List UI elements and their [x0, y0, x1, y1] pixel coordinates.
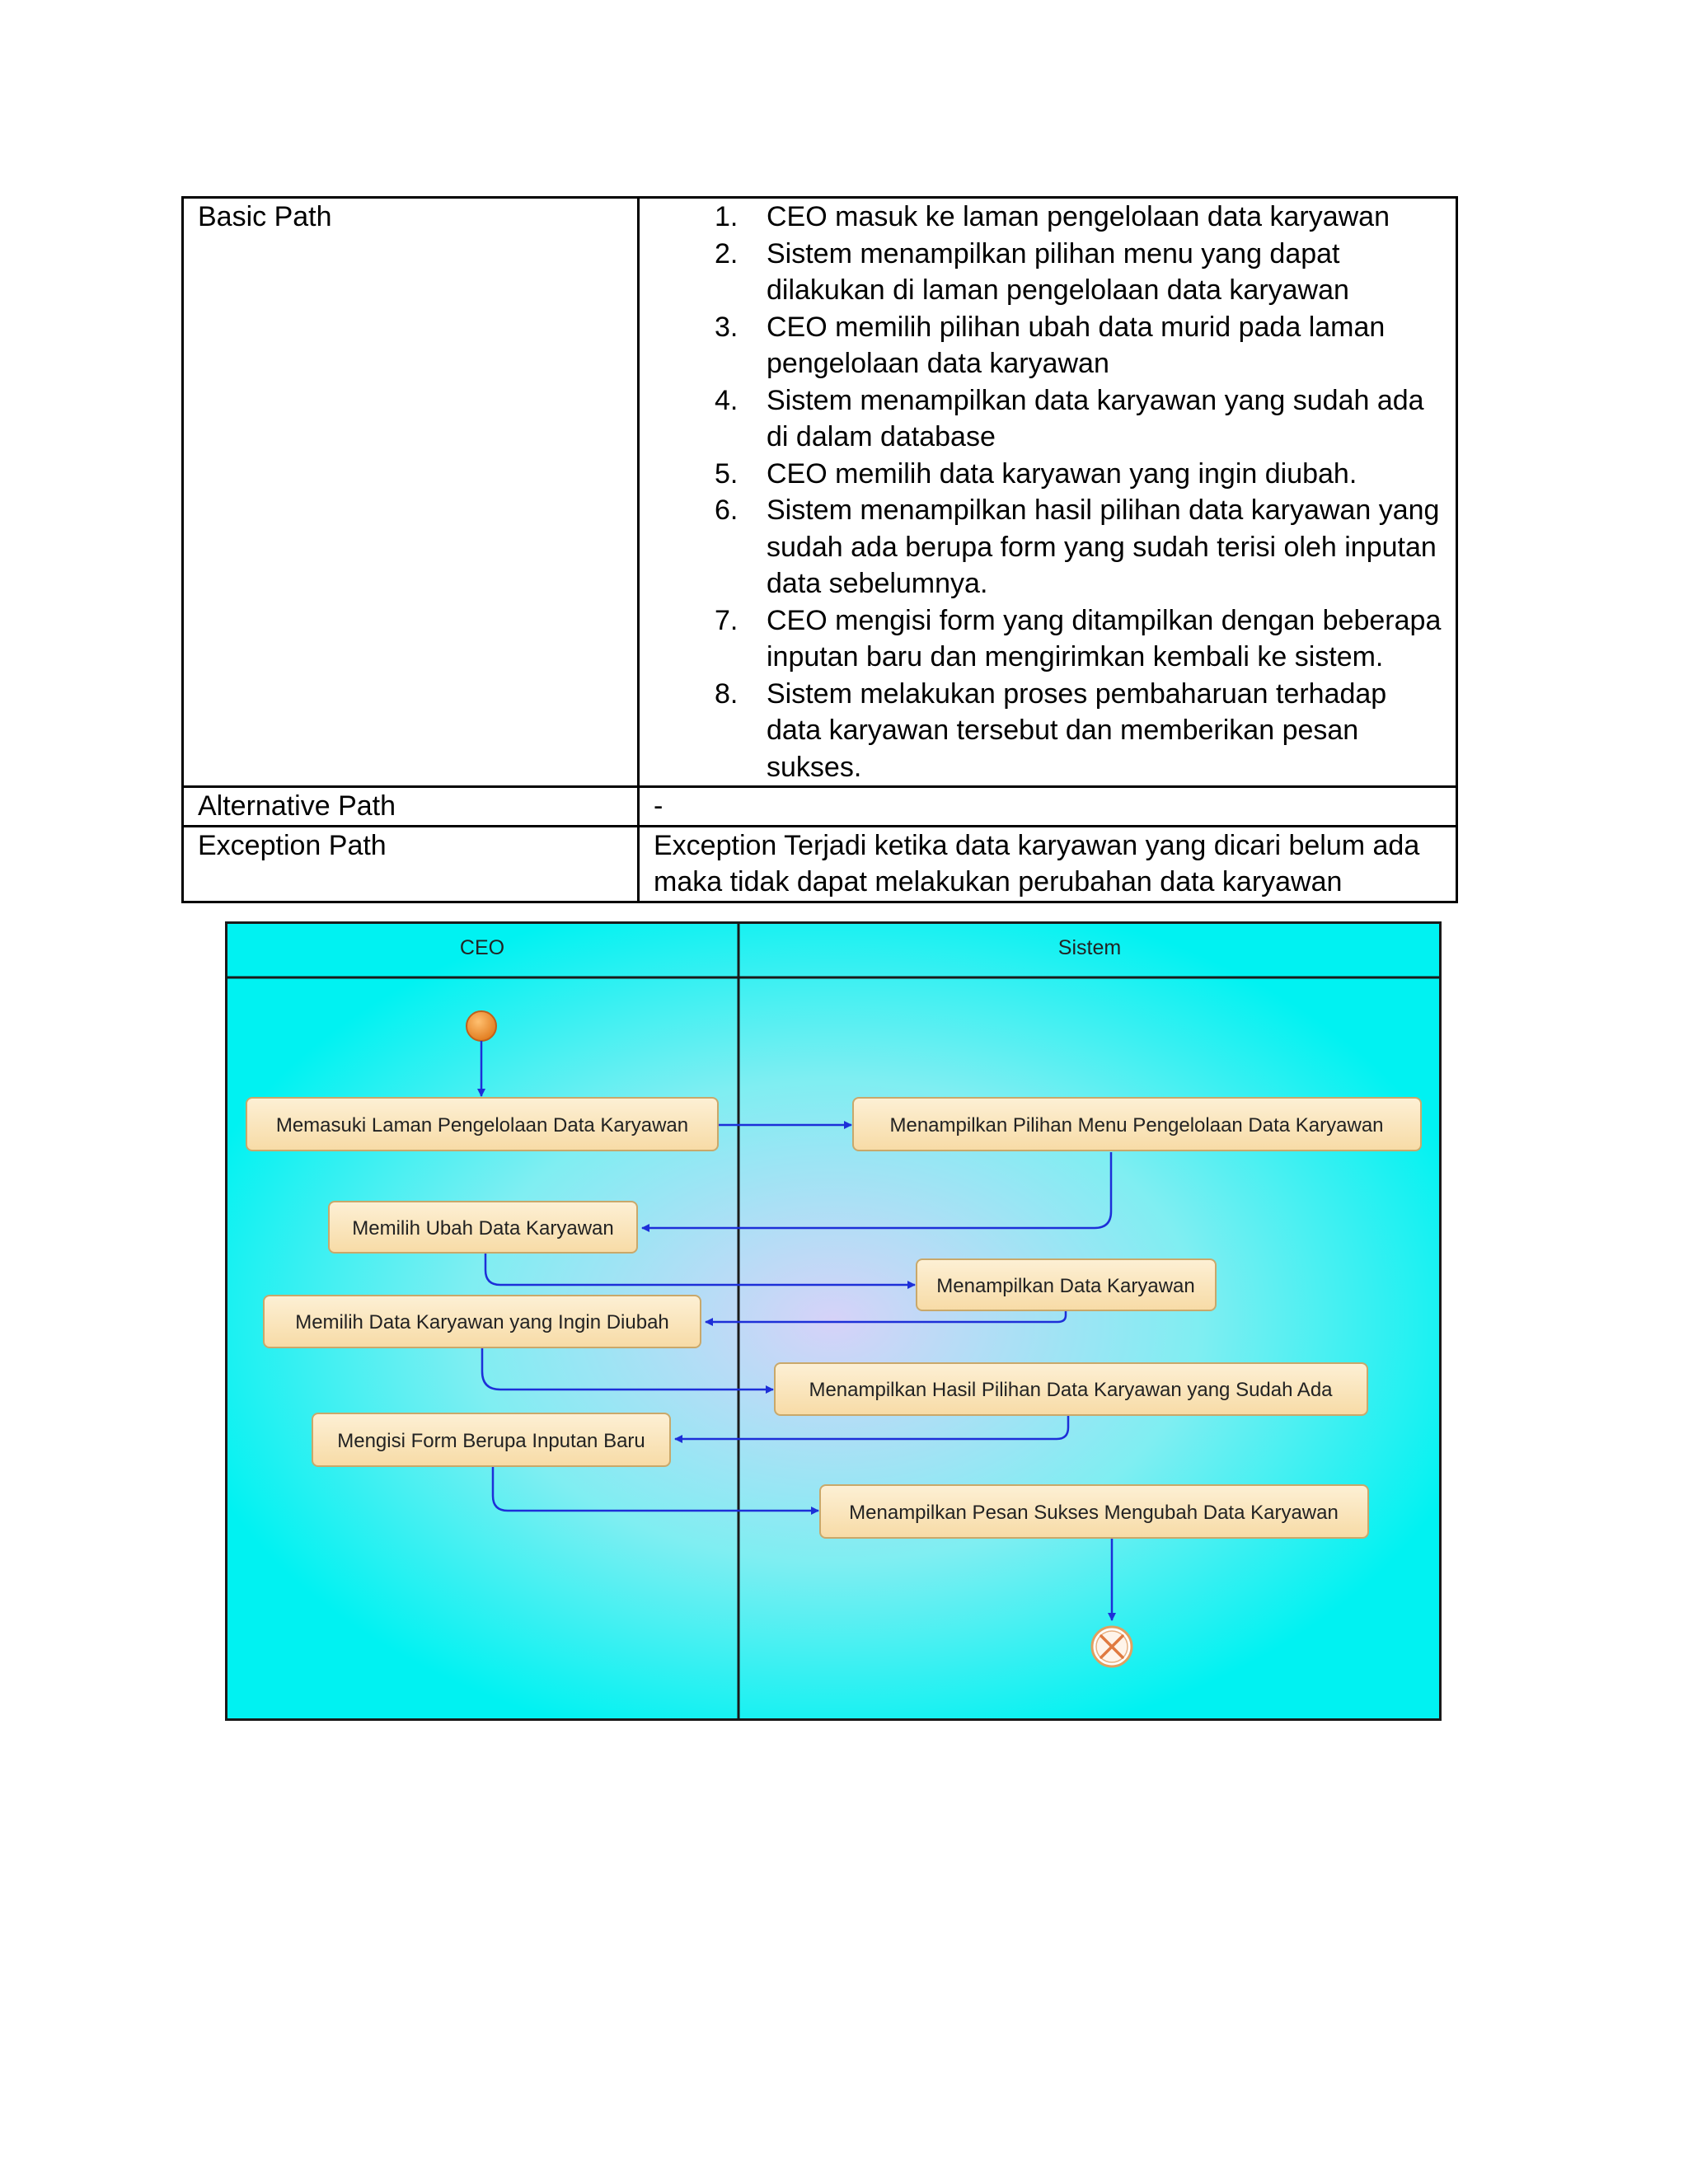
activity-node-menampilkan-pesan-sukses: Menampilkan Pesan Sukses Mengubah Data K…: [849, 1502, 1339, 1524]
step-number: 6.: [715, 494, 738, 526]
step-text: Sistem melakukan proses pembaharuan terh…: [767, 677, 1387, 783]
activity-node-frame: [774, 1362, 1368, 1416]
step-item: 4. Sistem menampilkan data karyawan yang …: [705, 382, 1442, 456]
step-text: CEO masuk ke laman pengelolaan data kary…: [767, 201, 1390, 232]
step-item: 5. CEO memilih data karyawan yang ingin d…: [705, 456, 1442, 493]
step-item: 3. CEO memilih pilihan ubah data murid pa…: [705, 309, 1442, 382]
step-text: CEO memilih data karyawan yang ingin diu…: [767, 457, 1357, 490]
activity-node-menampilkan-data: Menampilkan Data Karyawan: [936, 1275, 1195, 1297]
step-number: 4.: [715, 384, 738, 416]
step-number: 5.: [715, 457, 738, 490]
activity-node-menampilkan-pilihan-menu: Menampilkan Pilihan Menu Pengelolaan Dat…: [889, 1114, 1383, 1137]
step-number: 3.: [715, 311, 738, 343]
basic-path-row: Basic Path 1. CEO masuk ke laman pengelol…: [181, 196, 1458, 788]
step-item: 8. Sistem melakukan proses pembaharuan te…: [705, 676, 1442, 786]
alternative-path-label: Alternative Path: [181, 785, 640, 827]
activity-node-frame: [916, 1258, 1217, 1311]
activity-diagram: CEO Sistem Memasuki Laman Pengelolaan Da…: [225, 921, 1442, 1721]
flow-node6-to-node7: [674, 1415, 1070, 1443]
activity-node-memilih-data: Memilih Data Karyawan yang Ingin Diubah: [295, 1311, 669, 1333]
flow-node2-to-node3: [641, 1152, 1113, 1232]
step-item: 6. Sistem menampilkan hasil pilihan data …: [705, 492, 1442, 602]
alternative-path-value: -: [637, 785, 1458, 827]
step-text: CEO mengisi form yang ditampilkan dengan…: [767, 604, 1442, 673]
exception-path-row: Exception Path Exception Terjadi ketika …: [181, 824, 1458, 903]
end-node-icon: [1090, 1625, 1133, 1668]
activity-node-frame: [328, 1201, 638, 1254]
flow-node4-to-node5: [705, 1310, 1067, 1326]
control-flows: [477, 1041, 1116, 1621]
basic-path-steps-cell: 1. CEO masuk ke laman pengelolaan data ka…: [637, 196, 1458, 788]
step-number: 7.: [715, 604, 738, 636]
use-case-table: Basic Path 1. CEO masuk ke laman pengelol…: [181, 196, 1458, 903]
step-item: 1. CEO masuk ke laman pengelolaan data ka…: [705, 199, 1442, 236]
activity-node-frame: [246, 1097, 719, 1151]
activity-node-memasuki-laman: Memasuki Laman Pengelolaan Data Karyawan: [276, 1114, 688, 1137]
lane-header-ceo: CEO: [460, 936, 504, 959]
exception-path-value: Exception Terjadi ketika data karyawan y…: [637, 824, 1458, 903]
activity-node-frame: [263, 1295, 701, 1348]
basic-path-steps: 1. CEO masuk ke laman pengelolaan data ka…: [654, 199, 1442, 785]
step-number: 1.: [715, 201, 738, 232]
step-item: 7. CEO mengisi form yang ditampilkan deng…: [705, 602, 1442, 676]
activity-node-frame: [312, 1413, 671, 1467]
activity-node-menampilkan-hasil-pilihan: Menampilkan Hasil Pilihan Data Karyawan …: [809, 1379, 1333, 1401]
activity-node-mengisi-form: Mengisi Form Berupa Inputan Baru: [337, 1430, 645, 1452]
flow-node3-to-node4: [484, 1253, 916, 1289]
step-text: CEO memilih pilihan ubah data murid pada…: [767, 311, 1386, 380]
activity-node-memilih-ubah: Memilih Ubah Data Karyawan: [352, 1217, 613, 1240]
step-number: 8.: [715, 677, 738, 710]
activity-node-frame: [852, 1097, 1422, 1151]
step-text: Sistem menampilkan hasil pilihan data ka…: [767, 494, 1440, 599]
start-node-icon: [466, 1010, 497, 1042]
lane-header-sistem: Sistem: [1058, 936, 1121, 959]
alternative-path-row: Alternative Path -: [181, 785, 1458, 827]
step-item: 2. Sistem menampilkan pilihan menu yang d…: [705, 236, 1442, 309]
activity-node-frame: [819, 1484, 1369, 1539]
basic-path-label: Basic Path: [181, 196, 640, 788]
step-text: Sistem menampilkan data karyawan yang su…: [767, 384, 1424, 453]
step-number: 2.: [715, 237, 738, 269]
flow-node7-to-node8: [491, 1466, 819, 1515]
activity-diagram-canvas: CEO Sistem Memasuki Laman Pengelolaan Da…: [225, 921, 1442, 1721]
exception-path-label: Exception Path: [181, 824, 640, 903]
flow-node5-to-node6: [481, 1347, 774, 1394]
step-text: Sistem menampilkan pilihan menu yang dap…: [767, 237, 1349, 307]
